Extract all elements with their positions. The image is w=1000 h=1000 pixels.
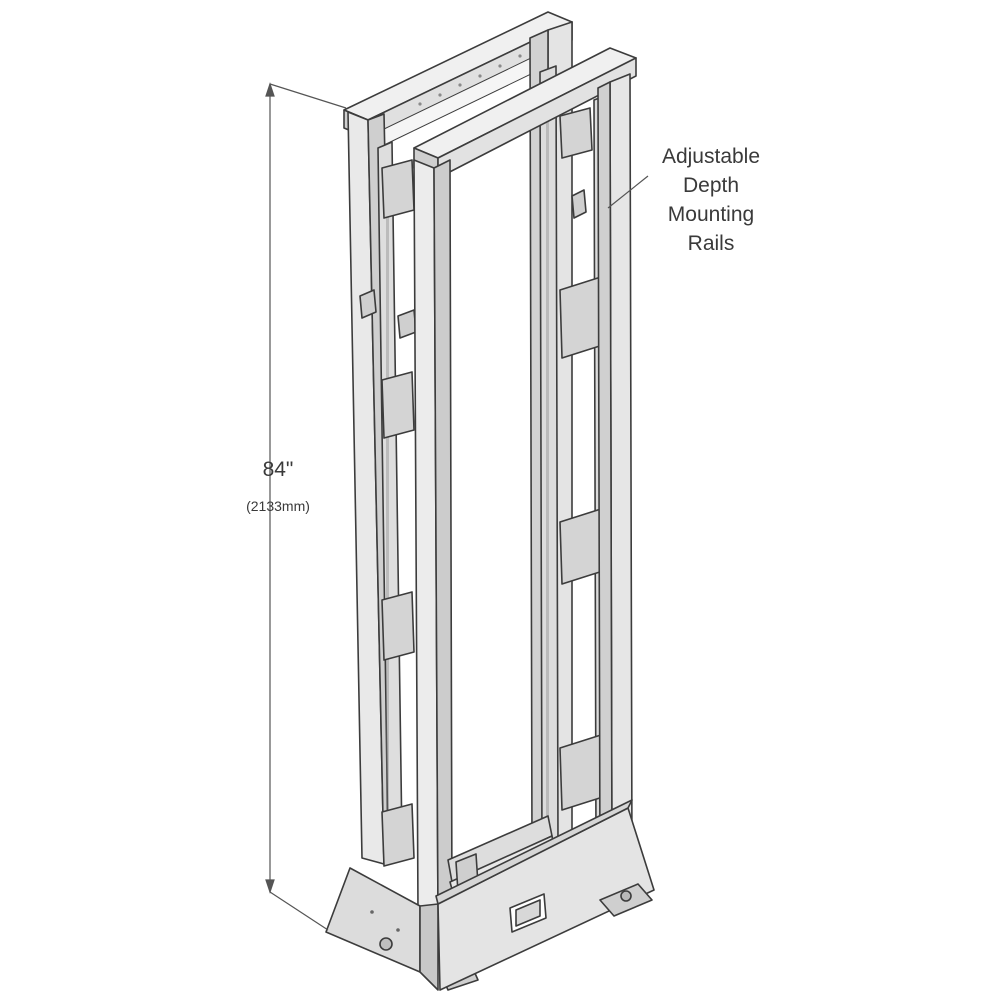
callout-line-1: Adjustable [661, 145, 761, 168]
callout-line-3: Mounting [667, 203, 755, 226]
callout-line-4: Rails [687, 232, 735, 255]
left-rail-brackets [381, 159, 415, 867]
callout-line-2: Depth [682, 174, 740, 197]
front-left-upright [413, 159, 453, 921]
height-metric-label: (2133mm) [246, 498, 310, 514]
right-rail-brackets [559, 107, 607, 811]
height-label: 84" [262, 458, 294, 481]
height-dimension-line [265, 82, 347, 931]
cable-clips [359, 189, 587, 339]
base-right-foot [435, 799, 655, 991]
rear-top-crossbar [343, 11, 573, 147]
callout-leader-line [607, 175, 649, 209]
front-right-upright [597, 73, 633, 873]
mounting-rails-callout: Adjustable Depth Mounting Rails [636, 142, 786, 258]
